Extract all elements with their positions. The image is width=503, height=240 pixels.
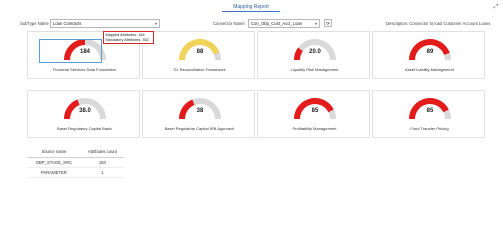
gauge-caption: GL Reconciliation Framework	[173, 67, 226, 72]
gauge-card[interactable]: 88 GL Reconciliation Framework	[142, 31, 255, 79]
source-attributes-table: Source name Attributes count OBP_STAGE_S…	[27, 147, 124, 178]
table-header-row: Source name Attributes count	[27, 147, 124, 158]
gauge-fill	[409, 39, 450, 61]
gauge-caption: Profitability Management	[292, 126, 337, 131]
table-row: PARAMETER 1	[27, 167, 124, 178]
connector-select[interactable]: Con_Obp_Cust_Acct_Loan ▾	[248, 19, 320, 28]
filter-bar: SubType Name Loan Contracts ▾ Connector …	[0, 19, 503, 29]
gauge-value: 85	[426, 108, 434, 114]
connector-label: Connector Name	[213, 21, 245, 26]
gauge-fill	[179, 39, 220, 61]
gauge-fill	[409, 98, 449, 120]
refresh-icon: ⟳	[326, 21, 330, 26]
tooltip-mapped: Mapped Attributes: 184	[105, 33, 145, 37]
gauge-caption: Basel Regulatory Capital IRB Approach	[164, 126, 235, 131]
table-cell: 1	[80, 167, 124, 178]
table-cell: OBP_STAGE_SRC	[27, 157, 81, 168]
gauge-value: 38.0	[79, 108, 91, 114]
gauge-fill	[294, 47, 303, 61]
column-header: Source name	[27, 147, 81, 158]
gauge-value: 85	[311, 108, 319, 114]
gauge-value: 184	[79, 49, 90, 55]
gauge-dial	[409, 98, 451, 120]
gauge-tooltip: Mapped Attributes: 184 Mandatory Attribu…	[103, 31, 154, 44]
description: Description: Connector to load Customer …	[386, 21, 491, 26]
gauge-dial	[294, 98, 336, 120]
gauge-fill	[179, 99, 195, 120]
column-header: Attributes count	[80, 147, 124, 158]
gauge-caption: Fund Transfer Pricing	[410, 126, 449, 131]
gauge-dial	[294, 39, 336, 61]
gauge-caption: Asset Liability Management	[405, 67, 454, 72]
gauge-fill	[294, 98, 334, 120]
gauge-caption: Financial Services Data Foundation	[52, 67, 117, 72]
description-value: Connector to load Customer Account Loans	[409, 21, 491, 26]
gauge-dial	[179, 98, 221, 120]
description-label: Description	[386, 21, 407, 26]
subtype-label: SubType Name	[20, 21, 49, 26]
table-row: OBP_STAGE_SRC 163	[27, 157, 124, 168]
subtype-select[interactable]: Loan Contracts ▾	[50, 19, 160, 28]
connector-value: Con_Obp_Cust_Acct_Loan	[251, 21, 302, 26]
refresh-button[interactable]: ⟳	[324, 19, 332, 27]
gauge-value: 38	[196, 108, 204, 114]
gauge-caption: Basel Regulatory Capital Basic	[57, 126, 112, 131]
chevron-down-icon: ▾	[154, 21, 157, 26]
table-cell: PARAMETER	[27, 167, 81, 178]
chevron-down-icon: ▾	[314, 21, 317, 26]
tooltip-mandatory: Mandatory Attributes: 352	[105, 38, 149, 42]
gauge-value: 20.0	[309, 49, 321, 55]
gauge-dial	[64, 98, 106, 120]
tab-mapping-report[interactable]: Mapping Report	[222, 3, 280, 12]
gauge-dial	[409, 39, 451, 61]
gauge-fill	[64, 99, 80, 120]
selected-gauge-highlight	[39, 39, 102, 63]
gauge-value: 88	[196, 49, 204, 55]
gauge-caption: Liquidity Risk Management	[290, 67, 339, 72]
table-cell: 163	[80, 157, 124, 168]
expand-icon[interactable]: ⤢	[493, 4, 499, 10]
gauge-fill	[64, 39, 86, 61]
gauge-dial	[179, 39, 221, 61]
gauge-value: 89	[426, 49, 434, 55]
subtype-value: Loan Contracts	[53, 21, 82, 26]
